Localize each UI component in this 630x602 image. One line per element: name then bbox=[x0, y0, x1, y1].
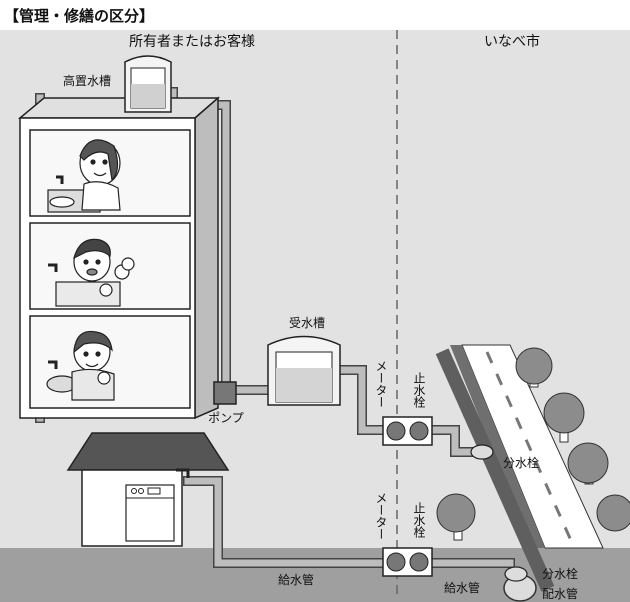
tree-icon bbox=[543, 392, 585, 443]
meter-box-upper bbox=[382, 416, 433, 446]
road bbox=[450, 344, 604, 549]
tree-icon bbox=[515, 347, 553, 388]
branch-valve-label-lower: 分水栓 bbox=[542, 566, 578, 581]
meter-label-lower: メーター bbox=[374, 492, 388, 540]
faucet-icon bbox=[176, 468, 190, 478]
apartment-building bbox=[17, 96, 221, 420]
owner-header: 所有者またはお客様 bbox=[129, 33, 255, 50]
tree-icon bbox=[567, 442, 609, 485]
branch-valve-label-upper: 分水栓 bbox=[503, 455, 539, 470]
diagram-title: 【管理・修繕の区分】 bbox=[4, 7, 154, 25]
supply-pipe-label-road: 給水管 bbox=[444, 580, 480, 595]
elevated-tank-label: 高置水槽 bbox=[63, 73, 111, 88]
road-center-line bbox=[485, 351, 575, 546]
resident-top bbox=[47, 139, 121, 213]
distribution-main bbox=[435, 348, 555, 592]
resident-middle bbox=[48, 238, 135, 307]
house bbox=[66, 432, 230, 547]
branch-valve-lower bbox=[504, 566, 528, 582]
meter-label-upper: メーター bbox=[374, 360, 388, 408]
trees bbox=[436, 347, 630, 541]
elevated-tank bbox=[124, 55, 172, 113]
stop-valve-label-upper: 止水栓 bbox=[412, 372, 426, 409]
stop-valve-label-lower: 止水栓 bbox=[412, 502, 426, 539]
meter-box-lower bbox=[382, 547, 433, 577]
pump bbox=[213, 381, 237, 405]
tree-icon bbox=[596, 494, 630, 532]
receiving-tank bbox=[267, 335, 341, 406]
pump-label: ポンプ bbox=[208, 411, 244, 425]
washing-machine-icon bbox=[125, 484, 175, 542]
branch-valve-upper bbox=[470, 444, 494, 460]
city-header: いなべ市 bbox=[484, 33, 540, 50]
resident-bottom bbox=[46, 330, 115, 401]
distribution-pipe-label: 配水管 bbox=[542, 586, 578, 601]
tree-icon bbox=[436, 493, 476, 541]
receiving-tank-label: 受水槽 bbox=[289, 316, 325, 330]
supply-pipe-label: 給水管 bbox=[278, 572, 314, 587]
